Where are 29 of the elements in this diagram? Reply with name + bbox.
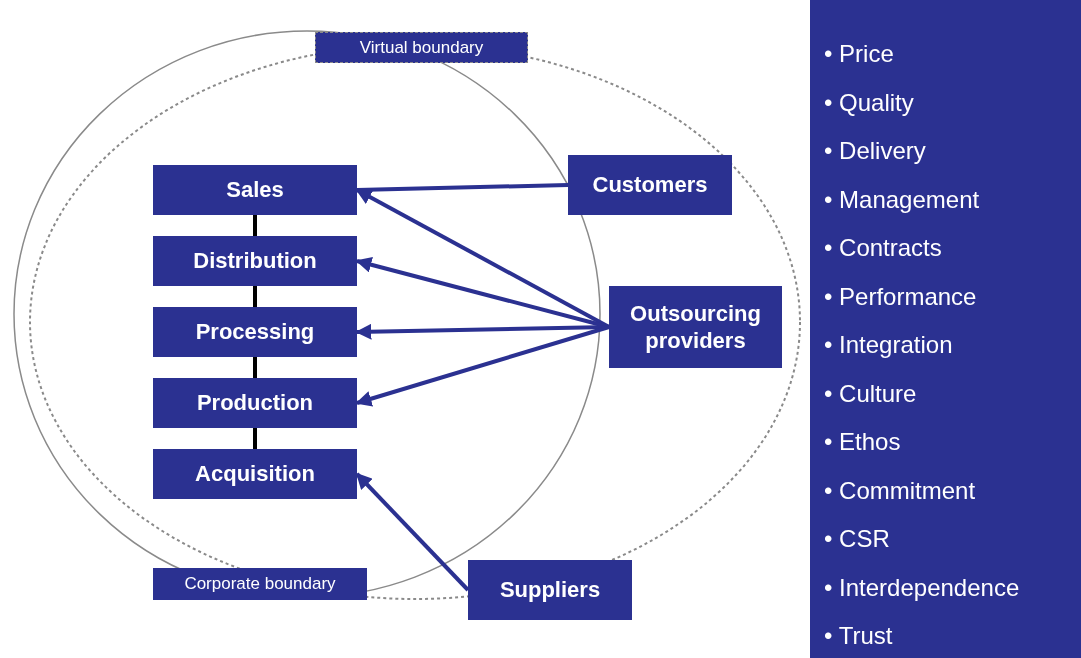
boundary-label: Virtual boundary [315, 32, 528, 63]
criterion-item: • Trust [824, 621, 894, 651]
criterion-item: • Culture [824, 378, 918, 409]
criterion-item: • Delivery [824, 136, 927, 166]
process-box: Acquisition [153, 449, 357, 499]
criterion-item: • Commitment [824, 475, 977, 506]
connector-line [356, 183, 569, 192]
process-box: Distribution [153, 236, 357, 286]
process-box: Processing [153, 307, 357, 357]
criterion-item: • Performance [824, 281, 978, 312]
criteria-panel [810, 0, 1081, 658]
connector-line [253, 286, 257, 307]
criterion-item: • Quality [824, 87, 915, 118]
criterion-item: • Management [824, 184, 981, 215]
process-box: Production [153, 378, 357, 428]
criterion-item: • Ethos [824, 427, 902, 457]
connector-line [253, 215, 257, 236]
process-box: Sales [153, 165, 357, 215]
connector-line [253, 428, 257, 449]
criterion-item: • Price [824, 39, 895, 69]
process-box: Customers [568, 155, 732, 215]
process-box: Suppliers [468, 560, 632, 620]
criterion-item: • Contracts [824, 233, 943, 263]
process-box: Outsourcing providers [609, 286, 782, 368]
criterion-item: • Interdependence [824, 572, 1021, 603]
criterion-item: • CSR [824, 524, 891, 554]
criterion-item: • Integration [824, 330, 954, 360]
connector-line [253, 357, 257, 378]
boundary-label: Corporate boundary [153, 568, 367, 600]
